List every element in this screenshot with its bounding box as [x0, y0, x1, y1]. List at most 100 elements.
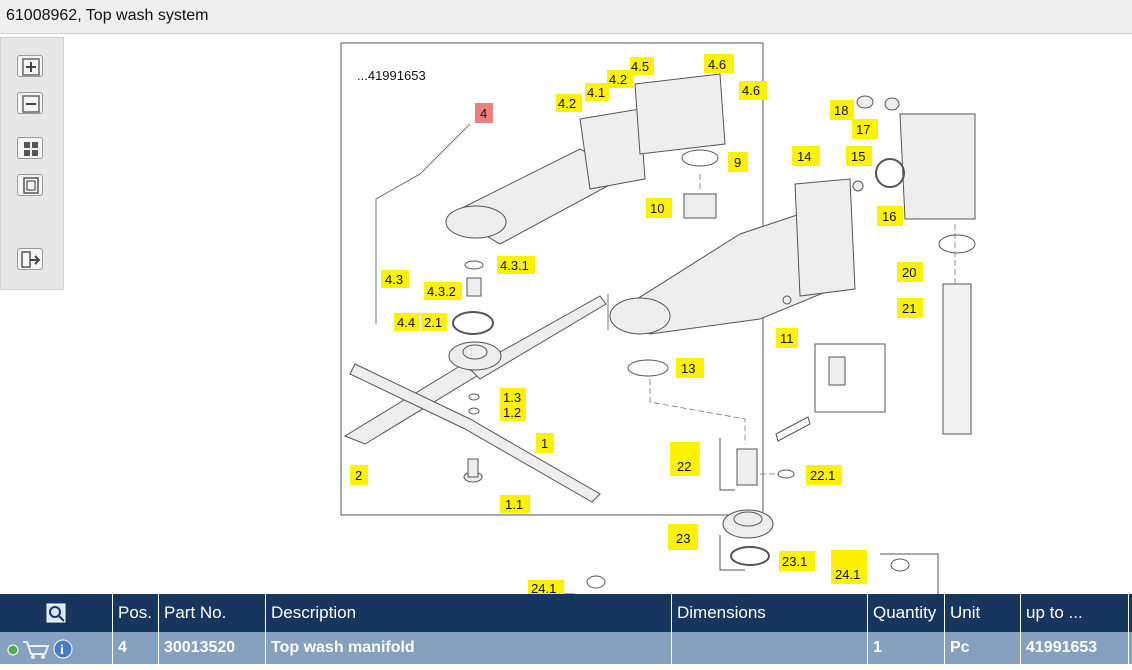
- callout-label: 4.4: [397, 315, 415, 330]
- table-row[interactable]: i 4 30013520 Top wash manifold 1 Pc 4199…: [0, 632, 1132, 664]
- callout-label: 16: [882, 209, 896, 224]
- callout-label: 20: [902, 265, 916, 280]
- cell-up-to: 41991653: [1021, 632, 1129, 664]
- callout-tag[interactable]: [646, 198, 672, 218]
- row-action-icons: i: [7, 639, 73, 659]
- cell-description: Top wash manifold: [266, 632, 672, 664]
- actual-size-icon[interactable]: [17, 174, 43, 196]
- cell-pos: 4: [113, 632, 159, 664]
- callout-tag[interactable]: [536, 433, 554, 453]
- callout-label: 22: [677, 459, 691, 474]
- info-icon[interactable]: i: [53, 639, 73, 659]
- callout-tag[interactable]: [776, 328, 798, 348]
- column-header[interactable]: Description: [266, 594, 672, 632]
- assembly-guide-lines: [649, 174, 956, 475]
- callout-tag[interactable]: [500, 495, 530, 513]
- callout-tag[interactable]: [830, 100, 854, 120]
- callout-tag[interactable]: [897, 262, 923, 282]
- callout-label: 2: [355, 468, 362, 483]
- callout-tag[interactable]: [897, 298, 923, 318]
- callout-label: 24.1: [531, 581, 556, 594]
- callout-label: 13: [681, 361, 695, 376]
- callout-tag[interactable]: [350, 465, 368, 485]
- callout-label: 1: [541, 436, 548, 451]
- callout-tag[interactable]: [421, 313, 447, 331]
- assembly-reference-label: ...41991653: [357, 68, 426, 83]
- viewer-toolbox: [0, 37, 64, 290]
- callout-tag[interactable]: [424, 282, 462, 300]
- callout-tag[interactable]: [500, 388, 526, 406]
- callout-tag[interactable]: [670, 442, 700, 476]
- select-column-header[interactable]: [0, 594, 113, 632]
- upper-manifold-drawing: [445, 73, 726, 245]
- callout-tag[interactable]: [779, 551, 815, 571]
- callout-label: 4.6: [742, 83, 760, 98]
- callout-tag[interactable]: [676, 358, 704, 378]
- fit-all-icon[interactable]: [17, 137, 43, 159]
- callout-label: 24.1: [835, 567, 860, 582]
- cell-quantity: 1: [868, 632, 945, 664]
- column-header[interactable]: Unit: [945, 594, 1021, 632]
- callout-label: 1.3: [503, 390, 521, 405]
- column-header[interactable]: Quantity: [868, 594, 945, 632]
- callout-label: 4.5: [631, 59, 649, 74]
- column-header[interactable]: up to ...: [1021, 594, 1129, 632]
- window-title: 61008962, Top wash system: [6, 7, 209, 24]
- callout-tag[interactable]: [831, 550, 867, 584]
- callout-label: 4.2: [558, 96, 576, 111]
- callout-tag[interactable]: [500, 403, 526, 421]
- callout-label: 2.1: [424, 315, 442, 330]
- svg-text:i: i: [60, 643, 64, 658]
- callout-tag[interactable]: [846, 146, 872, 166]
- callout-tag[interactable]: [607, 70, 633, 88]
- row-actions: i: [0, 632, 113, 664]
- select-all-icon[interactable]: [45, 602, 67, 624]
- column-header[interactable]: Part No.: [159, 594, 266, 632]
- export-icon[interactable]: [17, 248, 43, 270]
- main-duct-drawing: [608, 95, 976, 435]
- callout-tag[interactable]: [497, 256, 535, 274]
- callout-label: 22.1: [810, 468, 835, 483]
- callout-label: 17: [856, 122, 870, 137]
- lower-parts-drawing: [530, 343, 939, 594]
- callout-tag[interactable]: [381, 270, 409, 288]
- callout-4-highlight[interactable]: [475, 103, 493, 123]
- table-header: Pos. Part No. Description Dimensions Qua…: [0, 594, 1132, 632]
- zoom-out-icon[interactable]: [17, 92, 43, 114]
- callout-tag[interactable]: [528, 580, 564, 594]
- callout-tag[interactable]: [585, 83, 609, 101]
- callout-tag[interactable]: [792, 146, 820, 166]
- callout-label: 23.1: [782, 554, 807, 569]
- callout-tag[interactable]: [394, 313, 420, 331]
- callout-label: 4.3: [385, 272, 403, 287]
- callout-label: 4: [480, 106, 487, 121]
- callout-label: 4.1: [587, 85, 605, 100]
- spray-arm-drawing: [343, 260, 607, 503]
- callout-tag[interactable]: [556, 94, 582, 112]
- diagram-canvas: ...41991653: [340, 42, 976, 594]
- cart-icon[interactable]: [23, 641, 50, 659]
- callout-label: 4.3.1: [500, 258, 529, 273]
- callout-tags: 4.5 4.6 4.6 4.2 4.1 4.2 9 10 4.3.1 4.3 4…: [350, 54, 923, 594]
- callout-tag[interactable]: [704, 54, 734, 73]
- cell-part-no: 30013520: [159, 632, 266, 664]
- callout-tag[interactable]: [877, 206, 903, 226]
- status-dot-icon: [7, 644, 19, 656]
- callout-tag[interactable]: [630, 57, 654, 75]
- callout-tag[interactable]: [668, 524, 698, 550]
- parts-table: Pos. Part No. Description Dimensions Qua…: [0, 594, 1132, 670]
- callout-tag[interactable]: [806, 465, 842, 485]
- column-header[interactable]: Pos.: [113, 594, 159, 632]
- callout-label: 14: [797, 149, 811, 164]
- callout-label: 18: [834, 103, 848, 118]
- callout-tag[interactable]: [852, 119, 878, 139]
- callout-label: 4.3.2: [427, 284, 456, 299]
- callout-tag[interactable]: [728, 152, 748, 172]
- cell-unit: Pc: [945, 632, 1021, 664]
- zoom-in-icon[interactable]: [17, 55, 43, 77]
- column-header[interactable]: Dimensions: [672, 594, 868, 632]
- callout-label: 9: [734, 155, 741, 170]
- callout-tag[interactable]: [739, 81, 767, 100]
- title-bar: 61008962, Top wash system: [0, 0, 1132, 34]
- callout-label: 21: [902, 301, 916, 316]
